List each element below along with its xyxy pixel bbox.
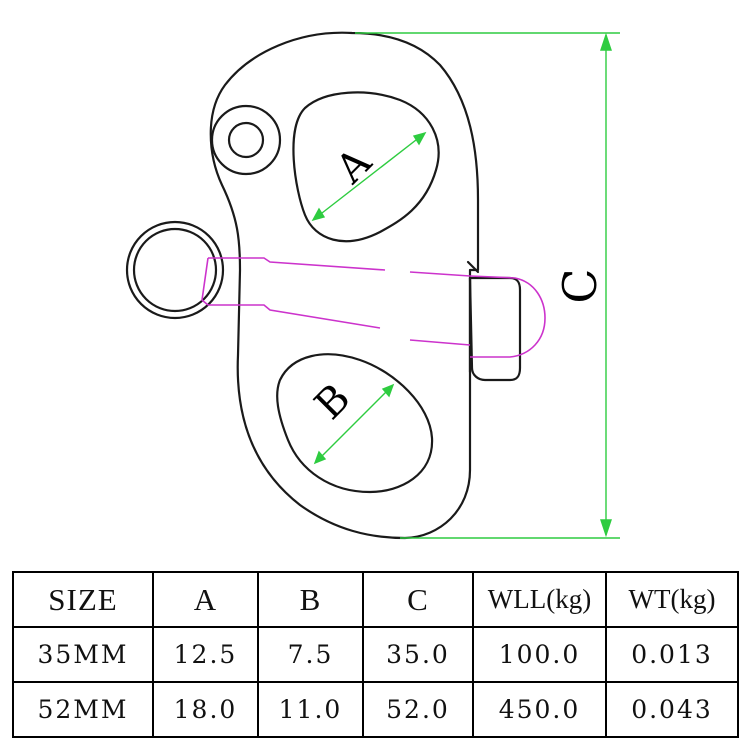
cell-wt: 0.043 <box>605 681 739 738</box>
header-a: A <box>152 571 259 628</box>
cell-size: 52MM <box>12 681 154 738</box>
cell-a: 18.0 <box>152 681 259 738</box>
cell-b: 11.0 <box>257 681 364 738</box>
table-row: 52MM 18.0 11.0 52.0 450.0 0.043 <box>12 681 739 738</box>
dim-label-b: B <box>306 375 359 428</box>
cell-a: 12.5 <box>152 626 259 683</box>
pin-hidden-lines <box>201 257 546 358</box>
snap-shackle-drawing: A B C <box>125 31 620 540</box>
table-row: 35MM 12.5 7.5 35.0 100.0 0.013 <box>12 626 739 683</box>
cell-wll: 450.0 <box>472 681 607 738</box>
spec-table: SIZE A B C WLL(kg) WT(kg) 35MM 12.5 7.5 … <box>12 571 739 738</box>
header-c: C <box>362 571 474 628</box>
cell-c: 52.0 <box>362 681 474 738</box>
cell-wt: 0.013 <box>605 626 739 683</box>
header-size: SIZE <box>12 571 154 628</box>
cell-c: 35.0 <box>362 626 474 683</box>
header-wt: WT(kg) <box>605 571 739 628</box>
dimension-lines <box>311 32 620 539</box>
header-wll: WLL(kg) <box>472 571 607 628</box>
cell-size: 35MM <box>12 626 154 683</box>
header-b: B <box>257 571 364 628</box>
cell-b: 7.5 <box>257 626 364 683</box>
dim-label-c: C <box>553 268 607 303</box>
table-header-row: SIZE A B C WLL(kg) WT(kg) <box>12 571 739 628</box>
dim-label-a: A <box>327 139 381 193</box>
shackle-outline <box>125 31 522 540</box>
cell-wll: 100.0 <box>472 626 607 683</box>
